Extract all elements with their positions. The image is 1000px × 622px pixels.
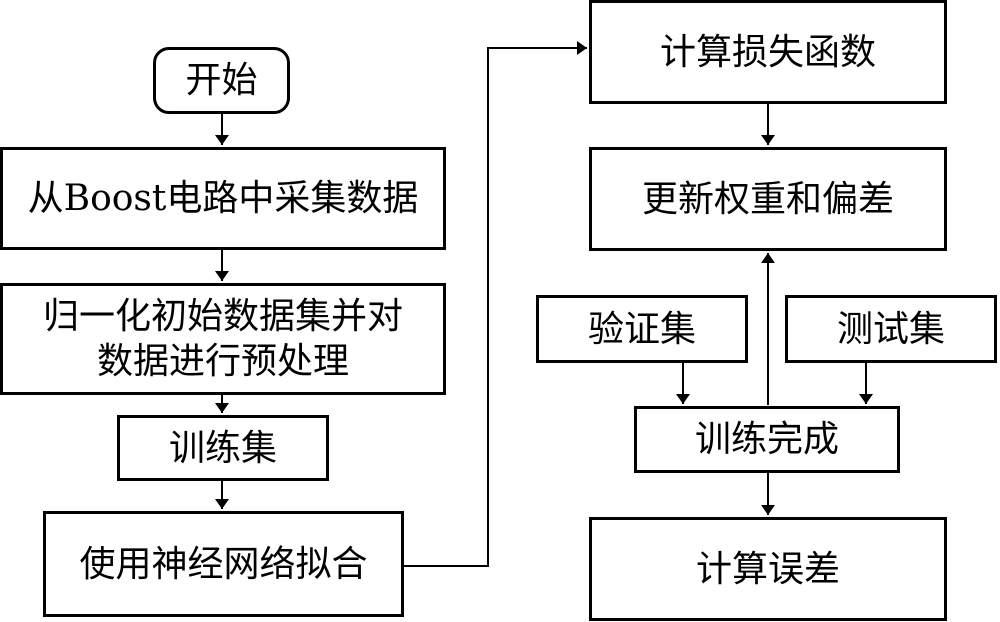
test-set-node: 测试集 xyxy=(785,295,997,363)
training-done-label: 训练完成 xyxy=(694,419,839,460)
nn-fit-node: 使用神经网络拟合 xyxy=(43,511,404,617)
arrow-fit-to-loss xyxy=(403,41,587,567)
compute-error-label: 计算误差 xyxy=(695,548,840,590)
compute-error-node: 计算误差 xyxy=(589,517,947,621)
loss-function-label: 计算损失函数 xyxy=(659,31,876,73)
start-node: 开始 xyxy=(153,47,290,114)
train-set-label: 训练集 xyxy=(168,427,277,469)
normalize-label-line2: 数据进行预处理 xyxy=(96,341,349,382)
nn-fit-label: 使用神经网络拟合 xyxy=(79,543,368,585)
training-done-node: 训练完成 xyxy=(634,406,900,473)
collect-data-node: 从Boost电路中采集数据 xyxy=(0,147,446,250)
validation-set-label: 验证集 xyxy=(587,308,696,350)
start-label: 开始 xyxy=(185,60,258,101)
normalize-label-line1: 归一化初始数据集并对 xyxy=(42,296,403,337)
normalize-node: 归一化初始数据集并对 数据进行预处理 xyxy=(0,283,446,395)
loss-function-node: 计算损失函数 xyxy=(589,0,947,104)
update-weights-node: 更新权重和偏差 xyxy=(589,147,947,251)
validation-set-node: 验证集 xyxy=(536,295,748,363)
test-set-label: 测试集 xyxy=(836,308,945,350)
collect-data-label: 从Boost电路中采集数据 xyxy=(27,178,419,219)
update-weights-label: 更新权重和偏差 xyxy=(641,178,894,220)
train-set-node: 训练集 xyxy=(117,415,329,481)
